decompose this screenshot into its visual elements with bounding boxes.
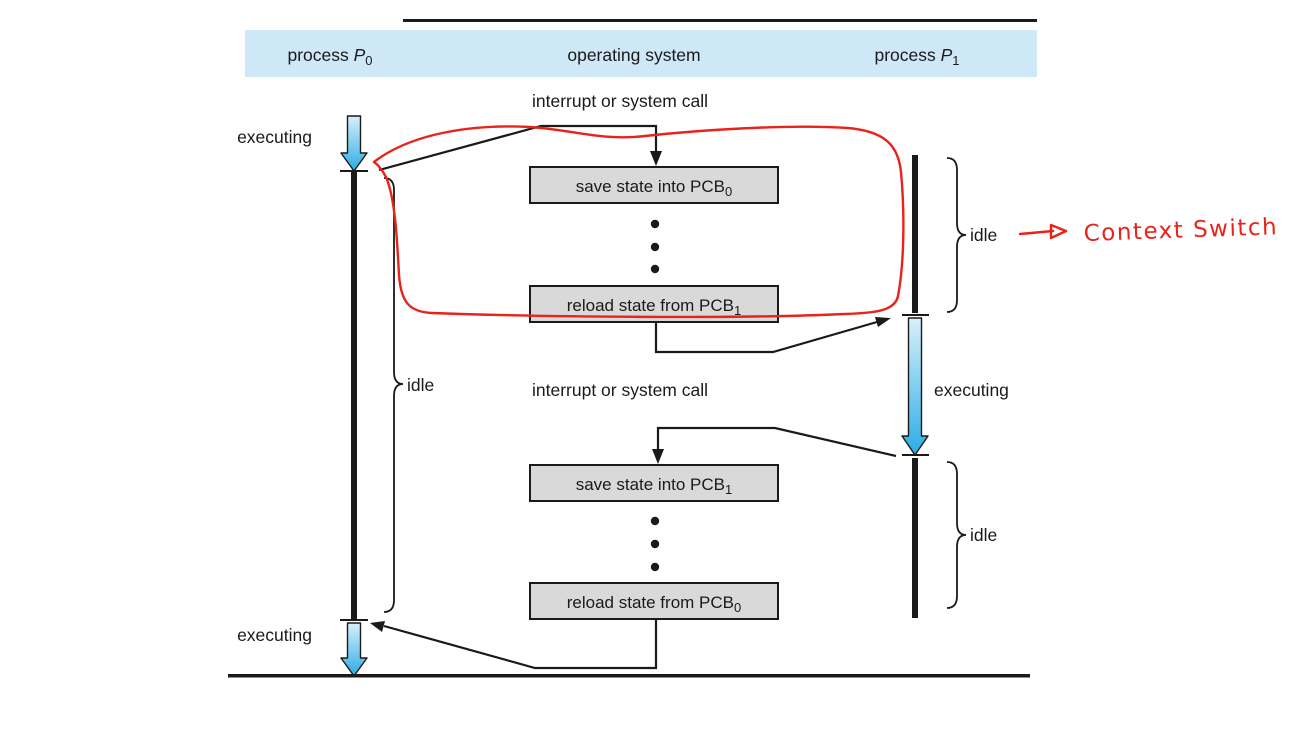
header-process1-label: process P1 — [874, 45, 959, 68]
connector-line — [378, 124, 658, 172]
interrupt-label-bottom: interrupt or system call — [532, 380, 708, 400]
p1-idle-bottom-label: idle — [970, 525, 997, 545]
red-annotation: Context Switch — [372, 125, 1279, 319]
header-process0-label: process P0 — [287, 45, 372, 68]
p0-brace — [383, 177, 404, 613]
save-state-pcb1-label: save state into PCB1 — [576, 475, 733, 497]
p0-idle-brace: idle — [383, 177, 434, 613]
red-arrow-head — [1049, 223, 1068, 240]
os-step-group-2: save state into PCB1 reload state from P… — [529, 464, 779, 620]
ellipsis-dots-top — [650, 219, 660, 274]
p0-timeline: executing executing — [237, 115, 368, 677]
arrowhead-down-icon — [650, 151, 662, 166]
dot — [650, 242, 660, 252]
reload-state-pcb0-label: reload state from PCB0 — [567, 593, 741, 615]
dot — [650, 516, 660, 526]
connector-p1-to-save1 — [652, 426, 897, 464]
top-edge-line — [403, 19, 1037, 22]
arrowhead-upleft-icon — [370, 621, 385, 632]
p0-executing-top-arrow — [340, 115, 368, 172]
reload-state-pcb0-box — [529, 582, 779, 620]
context-switch-annotation-label: Context Switch — [1083, 214, 1278, 247]
reload-state-pcb1-label: reload state from PCB1 — [567, 296, 741, 318]
header-band: process P0 operating system process P1 — [245, 30, 1037, 77]
p1-executing-label: executing — [934, 380, 1009, 400]
arrowhead-down-icon — [652, 449, 664, 464]
p0-executing-top-label: executing — [237, 127, 312, 147]
p1-brace-top — [946, 157, 967, 313]
arrowhead-upright-icon — [875, 317, 891, 327]
connector-line — [383, 619, 658, 670]
p0-executing-bottom-label: executing — [237, 625, 312, 645]
connector-reload0-to-p0 — [370, 619, 658, 670]
ellipsis-dots-bottom — [650, 516, 660, 572]
p1-brace-bottom — [946, 461, 967, 609]
dot — [650, 539, 660, 549]
dot — [650, 562, 660, 572]
connector-p0-to-save0 — [378, 124, 662, 172]
save-state-pcb1-box — [529, 464, 779, 502]
save-state-pcb0-box — [529, 166, 779, 204]
os-step-group-1: save state into PCB0 reload state from P… — [529, 166, 779, 323]
dot — [650, 219, 660, 229]
p1-executing-arrow — [901, 317, 929, 456]
p1-timeline-bar-bottom — [912, 458, 918, 618]
dot — [650, 264, 660, 274]
red-arrow-shaft — [1018, 229, 1055, 236]
p1-idle-brace-top: idle — [946, 157, 997, 313]
red-context-switch-loop — [372, 125, 905, 319]
header-os-label: operating system — [567, 45, 700, 65]
header-background — [245, 30, 1037, 77]
red-arrow-icon — [1018, 223, 1068, 240]
p1-timeline-bar-top — [912, 155, 918, 313]
p0-executing-bottom-arrow — [340, 622, 368, 677]
interrupt-label-top: interrupt or system call — [532, 91, 708, 111]
p1-idle-brace-bottom: idle — [946, 461, 997, 609]
p1-timeline: executing — [901, 155, 1009, 618]
save-state-pcb0-label: save state into PCB0 — [576, 177, 733, 199]
p0-idle-label: idle — [407, 375, 434, 395]
p0-timeline-bar — [351, 171, 357, 620]
connector-line — [654, 320, 878, 354]
connector-line — [656, 426, 897, 458]
bottom-baseline — [228, 674, 1030, 678]
p1-idle-top-label: idle — [970, 225, 997, 245]
connector-reload1-to-p1 — [654, 317, 891, 354]
